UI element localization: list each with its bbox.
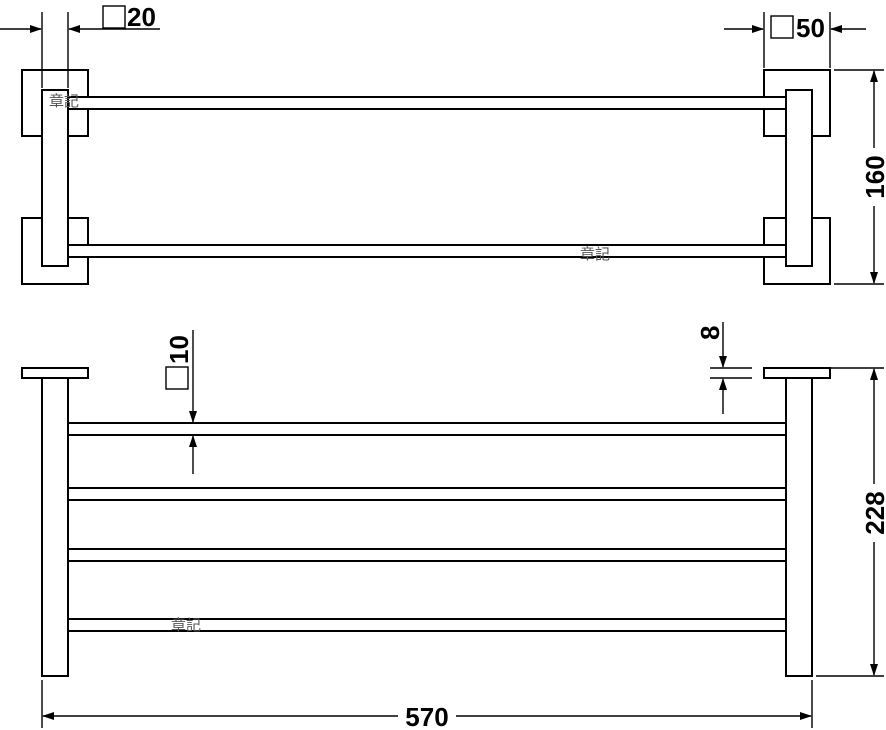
watermark-text: 章記 bbox=[171, 616, 201, 634]
square-symbol bbox=[770, 15, 794, 39]
dim-flange-square: 50 bbox=[724, 12, 866, 68]
dim-width: 570 bbox=[41, 680, 813, 730]
shelf-bar-3 bbox=[67, 548, 787, 562]
top-bar-front bbox=[67, 244, 787, 258]
dim-label-height: 228 bbox=[860, 491, 886, 534]
side-arm-right bbox=[785, 89, 813, 267]
dim-label-tube-square: 20 bbox=[127, 2, 156, 32]
dim-depth: 160 bbox=[834, 69, 886, 285]
shelf-bar-2 bbox=[67, 487, 787, 501]
shelf-bar-4 bbox=[67, 618, 787, 632]
dim-label-gap: 8 bbox=[695, 326, 725, 340]
post-left bbox=[41, 377, 69, 677]
square-symbol bbox=[165, 366, 189, 390]
square-symbol bbox=[102, 5, 126, 29]
side-arm-left bbox=[41, 89, 69, 267]
dim-height: 228 bbox=[816, 367, 886, 677]
dim-label-flange-square: 50 bbox=[796, 13, 825, 43]
dim-label-bar-square: 10 bbox=[164, 335, 194, 364]
top-bar-back bbox=[67, 96, 787, 110]
dim-label-width: 570 bbox=[405, 702, 448, 730]
flange-cap-right bbox=[763, 367, 831, 379]
dim-bar-square: 10 bbox=[164, 330, 197, 474]
flange-cap-left bbox=[21, 367, 89, 379]
dim-tube-square: 20 bbox=[0, 2, 160, 88]
shelf-bar-1 bbox=[67, 422, 787, 436]
dim-label-depth: 160 bbox=[860, 155, 886, 198]
watermark-text: 章記 bbox=[580, 245, 610, 263]
post-right bbox=[785, 377, 813, 677]
top-view: 20 50 160 bbox=[0, 2, 886, 285]
dim-gap: 8 bbox=[695, 322, 752, 414]
front-view: 10 8 228 570 bbox=[21, 322, 886, 730]
watermark-text: 章記 bbox=[49, 92, 79, 110]
